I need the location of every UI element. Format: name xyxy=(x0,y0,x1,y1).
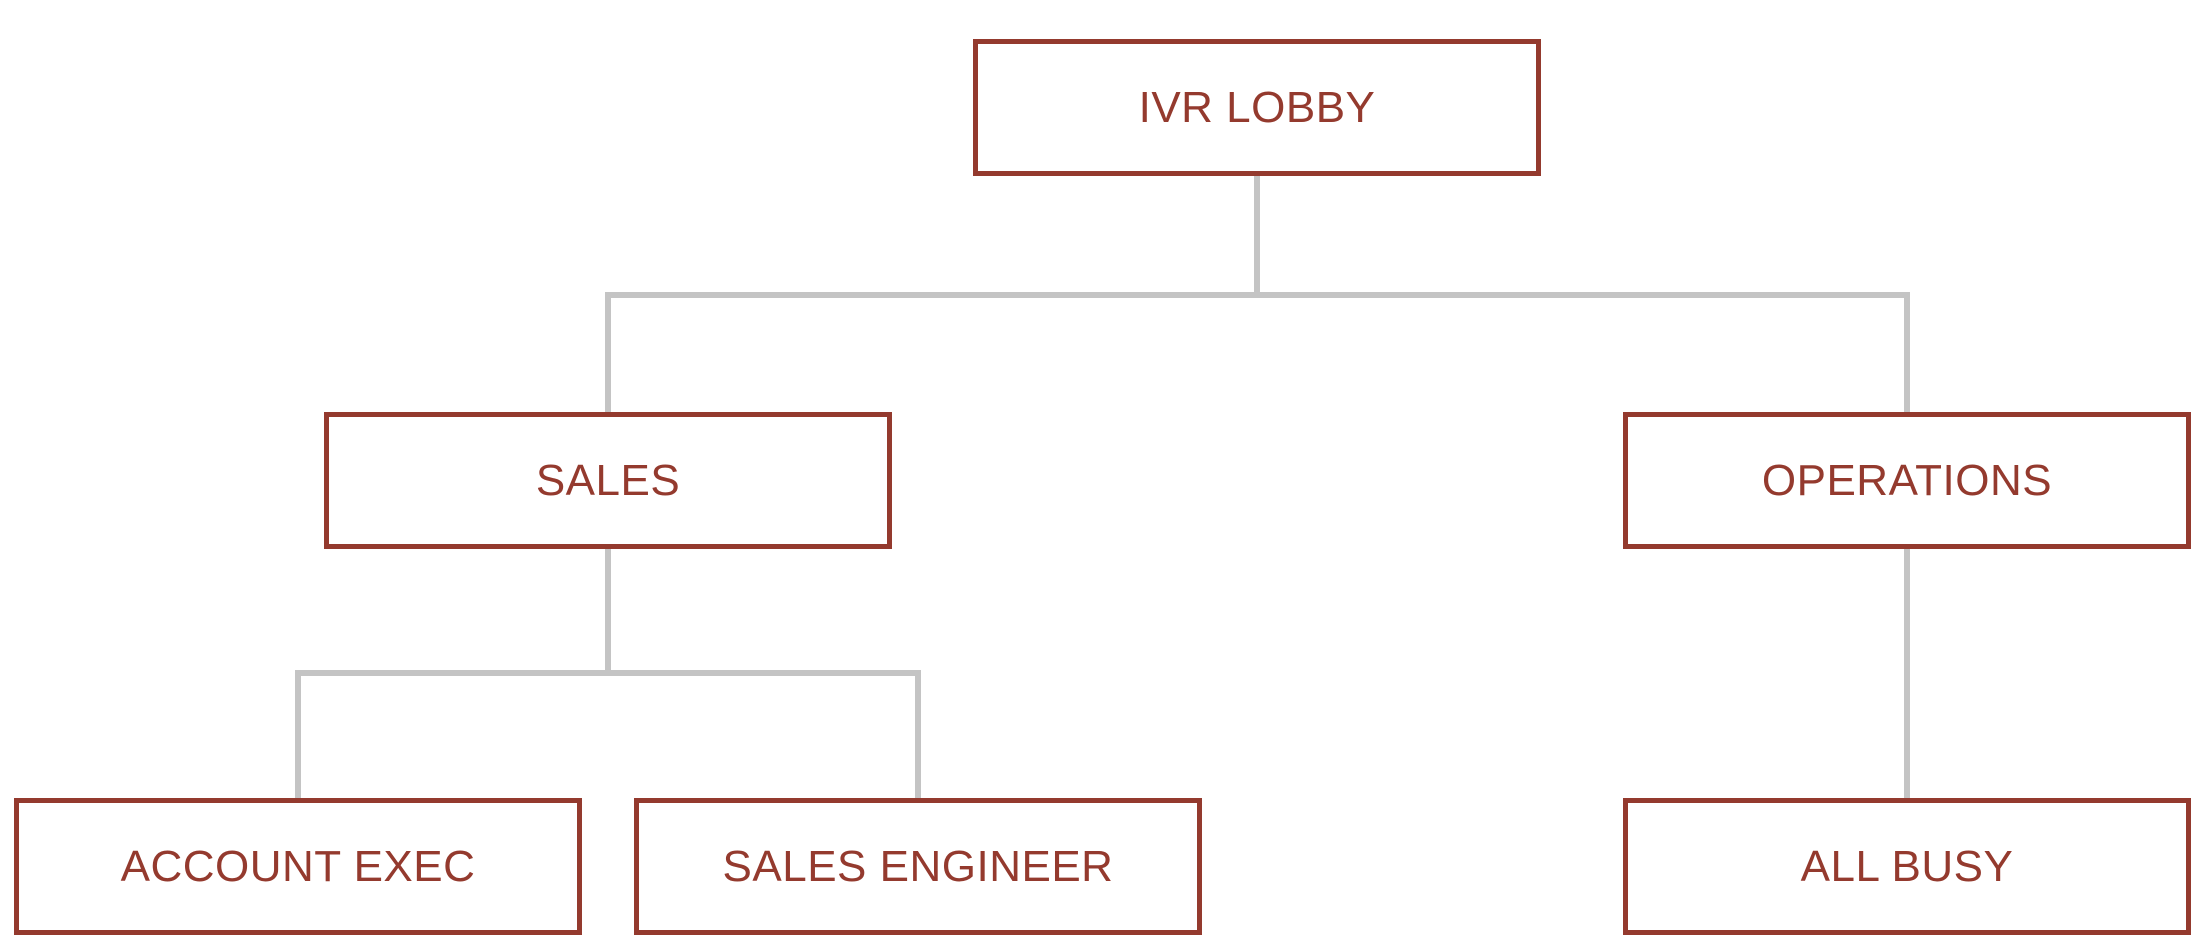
node-label: ALL BUSY xyxy=(1800,841,2014,891)
node-sales-engineer: SALES ENGINEER xyxy=(634,798,1202,935)
node-sales: SALES xyxy=(324,412,892,549)
node-account-exec: ACCOUNT EXEC xyxy=(14,798,582,935)
connector-ivr-lobby-to-sales xyxy=(605,176,1260,412)
connector-sales-to-sales-engineer xyxy=(608,670,921,798)
node-operations: OPERATIONS xyxy=(1623,412,2191,549)
node-label: SALES ENGINEER xyxy=(722,841,1114,891)
node-label: ACCOUNT EXEC xyxy=(120,841,476,891)
connector-sales-to-account-exec xyxy=(295,549,611,798)
node-label: SALES xyxy=(535,455,681,505)
node-all-busy: ALL BUSY xyxy=(1623,798,2191,935)
node-label: IVR LOBBY xyxy=(1138,82,1376,132)
connector-ivr-lobby-to-operations xyxy=(1257,292,1910,412)
node-label: OPERATIONS xyxy=(1761,455,2053,505)
node-ivr-lobby: IVR LOBBY xyxy=(973,39,1541,176)
